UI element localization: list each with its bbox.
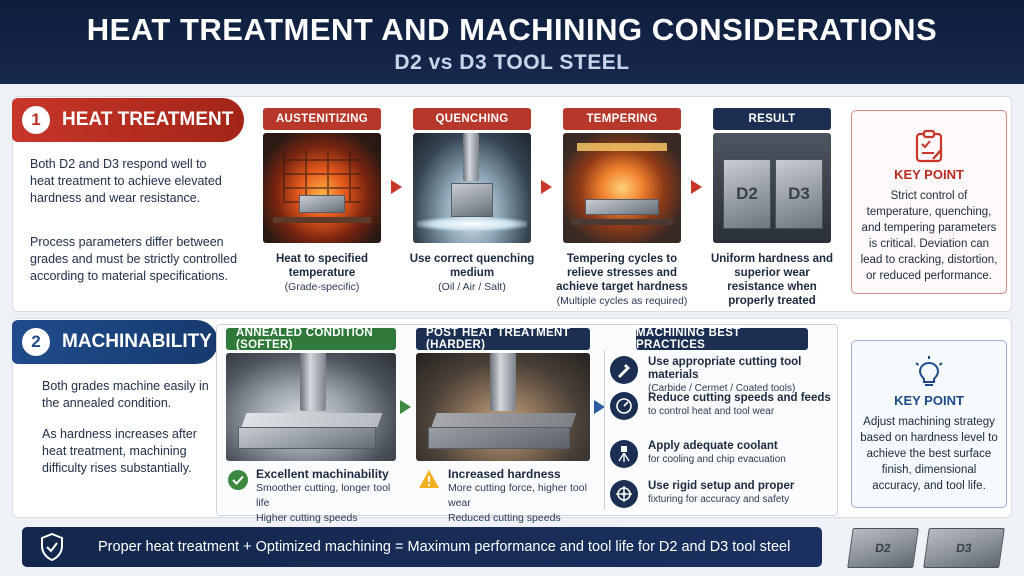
quenching-image — [413, 133, 531, 243]
coolant-nozzle-icon — [610, 440, 638, 468]
d3-block: D3 — [923, 528, 1005, 568]
footer-banner-text: Proper heat treatment + Optimized machin… — [98, 539, 791, 555]
result-image: D2 D3 — [713, 133, 831, 243]
key-point-text: Adjust machining strategy based on hardn… — [860, 416, 998, 492]
hardened-milling-image — [416, 353, 590, 461]
machinability-paragraph-2: As hardness increases after heat treatme… — [42, 427, 197, 475]
arrow-right-icon — [391, 180, 402, 194]
caption-quenching: Use correct quenching medium (Oil / Air … — [409, 253, 535, 293]
best-practice-item: Use appropriate cutting tool materials (… — [610, 356, 840, 395]
arrow-right-icon — [541, 180, 552, 194]
caption-tempering: Tempering cycles to relieve stresses and… — [556, 253, 688, 307]
annealed-condition-label: ANNEALED CONDITION (SOFTER) — [226, 327, 396, 351]
machinability-title: MACHINABILITY — [62, 331, 212, 352]
machinability-key-point: KEY POINT Adjust machining strategy base… — [851, 340, 1007, 508]
annealed-milling-image — [226, 353, 396, 461]
divider — [604, 350, 605, 510]
heat-treatment-title: HEAT TREATMENT — [62, 109, 234, 130]
page-title: HEAT TREATMENT AND MACHINING CONSIDERATI… — [86, 12, 938, 47]
best-practice-item: Apply adequate coolant for cooling and c… — [610, 440, 840, 468]
tempering-image — [563, 133, 681, 243]
heat-treatment-heading: 1 HEAT TREATMENT — [12, 98, 244, 142]
speedometer-icon — [610, 392, 638, 420]
hardened-summary: Increased hardness More cutting force, h… — [418, 467, 598, 526]
cutting-tool-icon — [610, 356, 638, 384]
arrow-right-icon — [400, 400, 411, 414]
best-practice-item: Use rigid setup and proper fixturing for… — [610, 480, 840, 508]
step-label-tempering: TEMPERING — [563, 108, 681, 130]
caption-result: Uniform hardness and superior wear resis… — [710, 253, 834, 307]
arrow-right-icon — [691, 180, 702, 194]
best-practices-label: MACHINING BEST PRACTICES — [636, 327, 808, 351]
furnace-image — [263, 133, 381, 243]
step-label-quenching: QUENCHING — [413, 108, 531, 130]
best-practice-item: Reduce cutting speeds and feeds to contr… — [610, 392, 840, 420]
check-icon — [228, 470, 248, 490]
page-subtitle: D2 vs D3 TOOL STEEL — [394, 51, 630, 74]
machinability-heading: 2 MACHINABILITY — [12, 320, 218, 364]
step-label-result: RESULT — [713, 108, 831, 130]
footer-banner: Proper heat treatment + Optimized machin… — [22, 527, 822, 567]
shield-check-icon — [32, 527, 72, 567]
clipboard-icon — [852, 111, 1006, 163]
hardened-line-2: Reduced cutting speeds — [448, 512, 561, 524]
crosshair-icon — [610, 480, 638, 508]
annealed-summary: Excellent machinability Smoother cutting… — [228, 467, 398, 526]
arrow-right-icon — [594, 400, 605, 414]
hardened-title: Increased hardness — [448, 467, 561, 481]
d2-block: D2 — [847, 528, 919, 568]
header: HEAT TREATMENT AND MACHINING CONSIDERATI… — [0, 0, 1024, 84]
heat-treatment-paragraph-2: Process parameters differ between grades… — [30, 235, 238, 283]
step-label-austenitizing: AUSTENITIZING — [263, 108, 381, 130]
heat-treatment-paragraph-1: Both D2 and D3 respond well to heat trea… — [30, 157, 222, 205]
key-point-title: KEY POINT — [894, 393, 964, 408]
annealed-line-2: Higher cutting speeds — [256, 512, 358, 524]
d3-block: D3 — [775, 159, 823, 229]
lightbulb-icon — [852, 341, 1006, 389]
annealed-line-1: Smoother cutting, longer tool life — [256, 482, 391, 509]
section-number-2: 2 — [22, 328, 50, 356]
key-point-title: KEY POINT — [894, 167, 964, 182]
machinability-paragraph-1: Both grades machine easily in the anneal… — [42, 379, 209, 410]
warning-icon — [418, 469, 440, 494]
section-number-1: 1 — [22, 106, 50, 134]
hardened-condition-label: POST HEAT TREATMENT (HARDER) — [416, 327, 590, 351]
caption-austenitizing: Heat to specified temperature (Grade-spe… — [275, 253, 369, 293]
annealed-title: Excellent machinability — [256, 467, 389, 481]
hardened-line-1: More cutting force, higher tool wear — [448, 482, 587, 509]
d2-block: D2 — [723, 159, 771, 229]
key-point-text: Strict control of temperature, quenching… — [860, 190, 998, 282]
heat-treatment-key-point: KEY POINT Strict control of temperature,… — [851, 110, 1007, 294]
